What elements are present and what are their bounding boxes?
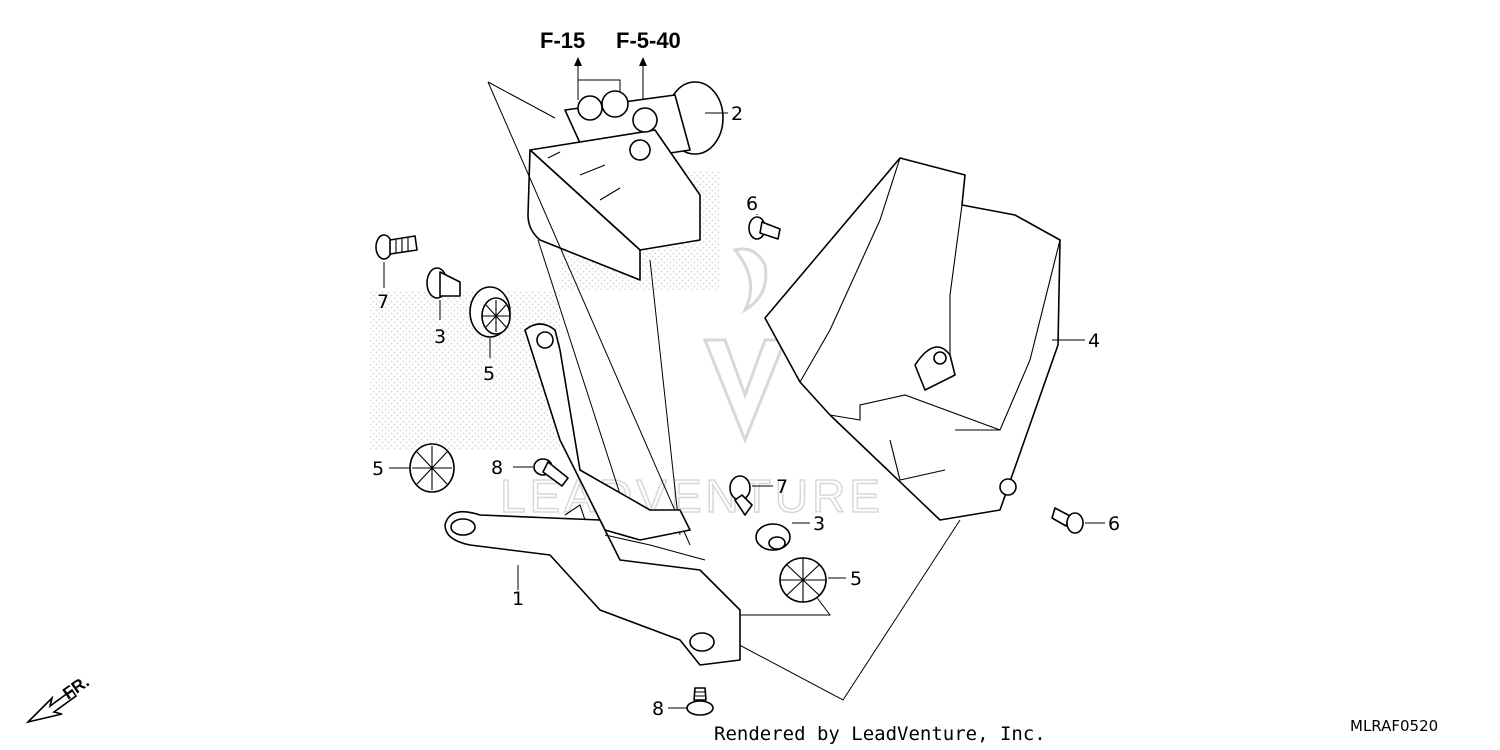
callout-5-upper[interactable]: 5 bbox=[483, 363, 495, 385]
front-direction-indicator: FR. bbox=[25, 672, 93, 724]
callout-8-bottom[interactable]: 8 bbox=[652, 698, 664, 720]
assembly-guide-lines bbox=[487, 81, 961, 701]
collar-lower[interactable] bbox=[755, 523, 791, 551]
rubber-grommet-left[interactable] bbox=[409, 443, 455, 493]
callout-7-upper[interactable]: 7 bbox=[377, 291, 389, 313]
callout-8-bracket[interactable]: 8 bbox=[491, 457, 503, 479]
flange-bolt-bracket[interactable] bbox=[533, 458, 569, 487]
abs-bracket[interactable] bbox=[444, 323, 741, 666]
flange-bolt-bottom[interactable] bbox=[686, 687, 714, 716]
front-arrow-icon bbox=[25, 688, 78, 724]
flange-bolt-upper-left[interactable] bbox=[375, 234, 418, 260]
rubber-grommet-lower[interactable] bbox=[779, 557, 827, 603]
callout-7-center[interactable]: 7 bbox=[776, 476, 788, 498]
callout-5-lower[interactable]: 5 bbox=[850, 568, 862, 590]
flange-bolt-right[interactable] bbox=[1051, 507, 1084, 534]
callout-6-right[interactable]: 6 bbox=[1108, 513, 1120, 535]
render-credit: Rendered by LeadVenture, Inc. bbox=[714, 723, 1046, 745]
callout-3-upper[interactable]: 3 bbox=[434, 326, 446, 348]
flange-bolt-top[interactable] bbox=[748, 216, 781, 240]
reference-label-f5-40[interactable]: F-5-40 bbox=[616, 28, 681, 53]
collar-upper[interactable] bbox=[426, 267, 461, 299]
abs-modulator[interactable] bbox=[527, 81, 724, 281]
callout-4[interactable]: 4 bbox=[1088, 330, 1100, 352]
diagram-code: MLRAF0520 bbox=[1350, 717, 1438, 735]
callout-2[interactable]: 2 bbox=[731, 103, 743, 125]
rubber-grommet-upper[interactable] bbox=[469, 286, 511, 338]
callout-3-lower[interactable]: 3 bbox=[813, 513, 825, 535]
abs-cover[interactable] bbox=[764, 157, 1061, 521]
callout-1[interactable]: 1 bbox=[512, 588, 524, 610]
callout-6-top[interactable]: 6 bbox=[746, 193, 758, 215]
callout-5-left[interactable]: 5 bbox=[372, 458, 384, 480]
flange-bolt-center[interactable] bbox=[729, 475, 753, 516]
reference-label-f15[interactable]: F-15 bbox=[540, 28, 585, 53]
watermark-logo-icon bbox=[702, 338, 788, 445]
